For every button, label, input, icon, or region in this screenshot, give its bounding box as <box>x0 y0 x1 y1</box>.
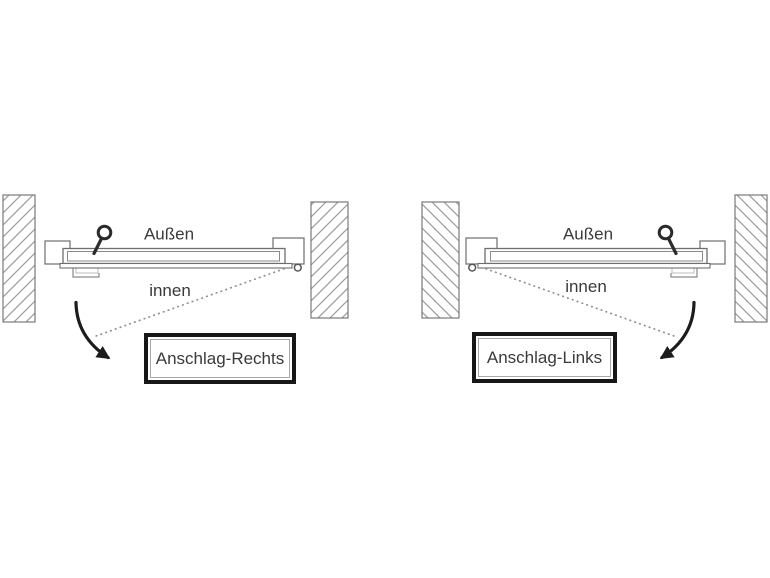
outside-label-right-diagram: Außen <box>563 225 613 244</box>
door-knob <box>96 224 113 241</box>
hinge-pivot <box>293 263 302 272</box>
wall-section-left <box>2 194 36 323</box>
caption-text-anschlag-rechts: Anschlag-Rechts <box>155 348 285 368</box>
wall-section-right <box>310 201 349 319</box>
diagram-anschlag-rechts <box>2 194 349 360</box>
caption-box-anschlag-rechts: Anschlag-Rechts <box>144 333 296 384</box>
door-knob-stem <box>92 236 104 256</box>
swing-guide-dotted-line <box>95 267 285 337</box>
inside-label-left-diagram: innen <box>149 281 191 300</box>
door-sill-strip <box>59 262 293 269</box>
door-leaf-inner-panel <box>67 251 280 262</box>
door-closer-bracket <box>72 268 100 278</box>
outside-label-left-diagram: Außen <box>144 225 194 244</box>
caption-box-inner-frame: Anschlag-Links <box>478 338 611 377</box>
caption-box-anschlag-links: Anschlag-Links <box>472 332 617 383</box>
swing-direction-arrow <box>74 300 111 360</box>
caption-box-inner-frame: Anschlag-Rechts <box>150 339 290 378</box>
inside-label-right-diagram: innen <box>565 277 607 296</box>
caption-text-anschlag-links: Anschlag-Links <box>486 347 603 367</box>
door-closer-bracket-inner <box>75 267 99 274</box>
